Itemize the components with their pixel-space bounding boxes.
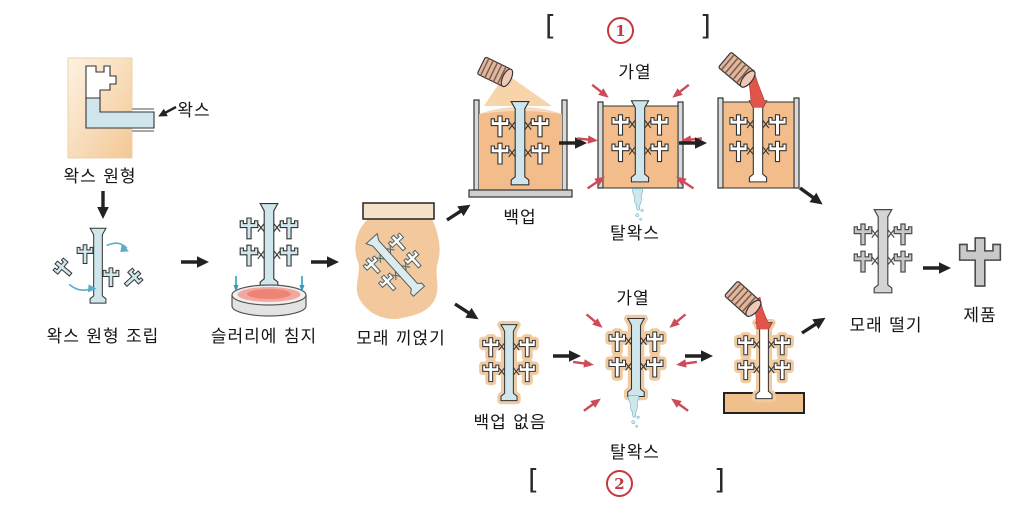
- wax-assembly-graphic: [50, 227, 146, 304]
- bottom-bracket-close: ]: [714, 463, 725, 496]
- pour-top-graphic: [717, 51, 800, 189]
- arrow-pour-top-to-shakeout: [796, 183, 827, 210]
- wax-pattern-label: 왁스 원형: [63, 167, 137, 187]
- top-bracket-open: [: [545, 9, 556, 42]
- sand-sprinkle-label: 모래 끼얹기: [356, 329, 446, 349]
- arrow-pour-bottom-to-shakeout: [798, 312, 829, 338]
- arrow-backup-to-heat: [559, 137, 587, 149]
- arrow-mold-to-assembly: [97, 191, 109, 219]
- heat-top-label: 가열: [618, 63, 652, 83]
- bottom-marker-circle-2: 2: [606, 470, 633, 497]
- product-graphic: [958, 237, 1002, 287]
- arrow-assembly-to-slurry: [181, 256, 209, 268]
- sand-sprinkle-graphic: [355, 202, 440, 320]
- wax-mold-graphic: [67, 57, 155, 159]
- slurry-dip-graphic: [231, 203, 307, 317]
- backup-flask-graphic: [468, 56, 573, 198]
- arrow-nobackup-to-heat: [553, 350, 581, 362]
- backup-label: 백업: [503, 208, 537, 228]
- shakeout-label: 모래 떨기: [849, 316, 923, 336]
- arrow-shakeout-to-product: [923, 262, 951, 274]
- pour-bottom-graphic: [723, 280, 805, 414]
- heat-top-graphic: [576, 81, 703, 221]
- arrow-slurry-to-sand: [311, 256, 339, 268]
- slurry-dip-label: 슬러리에 침지: [210, 327, 318, 347]
- bottom-bracket-open: [: [528, 463, 539, 496]
- heat-bottom-graphic: [572, 311, 698, 428]
- product-label: 제품: [963, 306, 997, 326]
- dewax-top-label: 탈왁스: [610, 224, 660, 244]
- top-bracket-close: ]: [700, 9, 711, 42]
- shakeout-graphic: [844, 209, 922, 294]
- wax-callout-label: 왁스: [177, 101, 211, 121]
- dewax-bottom-label: 탈왁스: [610, 443, 660, 463]
- top-marker-circle-1: 1: [607, 17, 634, 44]
- no-backup-graphic: [470, 320, 548, 415]
- heat-bottom-label: 가열: [616, 289, 650, 309]
- assembly-label: 왁스 원형 조립: [46, 327, 160, 347]
- no-backup-label: 백업 없음: [473, 413, 547, 433]
